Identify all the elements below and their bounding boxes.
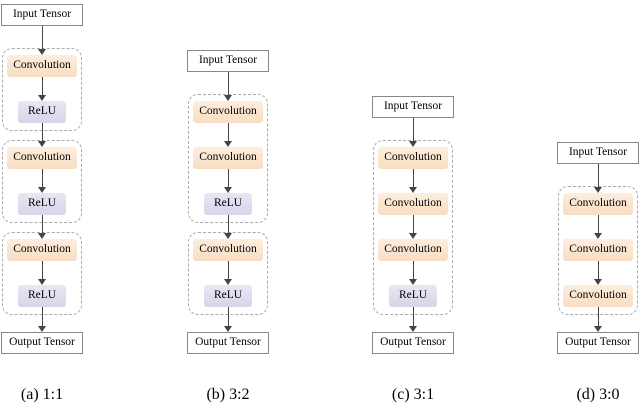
flow-arrow-line [597, 261, 599, 279]
input-tensor-box: Input Tensor [187, 50, 269, 72]
arrow-head-icon [409, 326, 417, 332]
flow-arrow-line [41, 77, 43, 95]
relu-box: ReLU [18, 285, 66, 307]
flow-arrow-line [41, 169, 43, 187]
relu-box: ReLU [204, 285, 252, 307]
arrow-head-icon [38, 279, 46, 285]
relu-box: ReLU [18, 193, 66, 215]
arrow-head-icon [409, 279, 417, 285]
relu-box: ReLU [389, 285, 437, 307]
convolution-box: Convolution [7, 239, 77, 261]
flow-arrow-line [41, 261, 43, 279]
arrow-head-icon [224, 326, 232, 332]
convolution-box: Convolution [193, 239, 263, 261]
arrow-head-icon [224, 233, 232, 239]
flow-arrow-line [41, 26, 43, 49]
convolution-box: Convolution [7, 55, 77, 77]
flow-arrow-line [412, 261, 414, 279]
output-tensor-box: Output Tensor [187, 332, 269, 354]
arrow-head-icon [224, 141, 232, 147]
flow-arrow-line [412, 118, 414, 141]
relu-box: ReLU [204, 193, 252, 215]
convolution-box: Convolution [193, 147, 263, 169]
output-tensor-box: Output Tensor [372, 332, 454, 354]
flow-arrow-line [597, 215, 599, 233]
flow-arrow-line [227, 307, 229, 326]
convolution-box: Convolution [563, 239, 633, 261]
flow-arrow-line [412, 169, 414, 187]
flow-arrow-line [597, 164, 599, 187]
arrow-head-icon [594, 187, 602, 193]
convolution-box: Convolution [563, 285, 633, 307]
input-tensor-box: Input Tensor [1, 4, 83, 26]
arrow-head-icon [38, 141, 46, 147]
output-tensor-box: Output Tensor [557, 332, 639, 354]
flow-arrow-line [227, 72, 229, 95]
input-tensor-box: Input Tensor [372, 96, 454, 118]
arrow-head-icon [38, 326, 46, 332]
relu-box: ReLU [18, 101, 66, 123]
arrow-head-icon [224, 95, 232, 101]
arrow-head-icon [409, 141, 417, 147]
arrow-head-icon [224, 279, 232, 285]
flow-arrow-line [227, 123, 229, 141]
flow-arrow-line [227, 215, 229, 233]
arrow-head-icon [38, 95, 46, 101]
convolution-box: Convolution [378, 147, 448, 169]
output-tensor-box: Output Tensor [1, 332, 83, 354]
flow-arrow-line [41, 307, 43, 326]
arrow-head-icon [594, 279, 602, 285]
column-caption-c: (c) 3:1 [391, 386, 435, 403]
arrow-head-icon [409, 233, 417, 239]
arrow-head-icon [38, 49, 46, 55]
flow-arrow-line [597, 307, 599, 326]
column-caption-a: (a) 1:1 [20, 386, 64, 403]
arrow-head-icon [594, 326, 602, 332]
input-tensor-box: Input Tensor [557, 142, 639, 164]
flow-arrow-line [41, 123, 43, 141]
flow-arrow-line [412, 307, 414, 326]
convolution-box: Convolution [378, 239, 448, 261]
arrow-head-icon [594, 233, 602, 239]
arrow-head-icon [38, 233, 46, 239]
flow-arrow-line [412, 215, 414, 233]
convolution-box: Convolution [7, 147, 77, 169]
flow-arrow-line [227, 261, 229, 279]
arrow-head-icon [409, 187, 417, 193]
flow-arrow-line [41, 215, 43, 233]
column-caption-b: (b) 3:2 [206, 386, 250, 403]
convolution-box: Convolution [193, 101, 263, 123]
arrow-head-icon [38, 187, 46, 193]
convolution-box: Convolution [378, 193, 448, 215]
convolution-box: Convolution [563, 193, 633, 215]
column-caption-d: (d) 3:0 [576, 386, 620, 403]
flow-arrow-line [227, 169, 229, 187]
arrow-head-icon [224, 187, 232, 193]
